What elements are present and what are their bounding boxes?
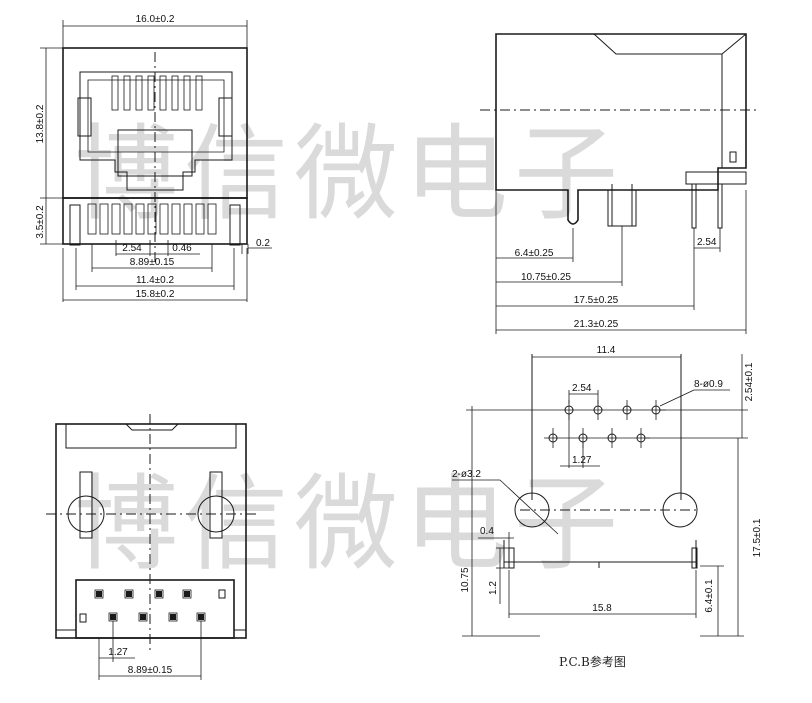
dim-front-pin-offset: 0.2 bbox=[256, 238, 270, 249]
dim-pcb-pitch: 2.54 bbox=[572, 383, 592, 394]
dim-bottom-span: 8.89±0.15 bbox=[128, 665, 173, 676]
dim-pcb-slot-h: 1.2 bbox=[488, 581, 499, 595]
dim-pcb-height-b: 6.4±0.1 bbox=[704, 579, 715, 613]
dim-pcb-half-pitch: 1.27 bbox=[572, 455, 592, 466]
dim-front-span-pins: 8.89±0.15 bbox=[130, 257, 175, 268]
dim-front-pin-width: 0.46 bbox=[172, 243, 192, 254]
dim-bottom-pitch: 1.27 bbox=[108, 647, 128, 658]
dim-pcb-row-offset: 2.54±0.1 bbox=[744, 362, 755, 401]
watermark-top: 博信微电子 bbox=[74, 113, 624, 235]
front-view: 16.0±0.2 bbox=[35, 14, 272, 302]
side-view: 6.4±0.25 10.75±0.25 2.54 17.5±0.25 21.3±… bbox=[480, 33, 760, 334]
dim-front-span-posts: 11.4±0.2 bbox=[136, 275, 175, 286]
dim-side-d4: 21.3±0.25 bbox=[574, 319, 619, 330]
dim-pcb-height-total: 10.75 bbox=[460, 567, 471, 592]
front-pins bbox=[69, 203, 241, 246]
dim-pcb-width: 11.4 bbox=[597, 345, 616, 356]
pcb-holes bbox=[544, 400, 666, 448]
pcb-caption: P.C.B参考图 bbox=[559, 654, 626, 669]
dim-front-pitch: 2.54 bbox=[122, 243, 142, 254]
dim-side-d3: 17.5±0.25 bbox=[574, 295, 619, 306]
label-pcb-posts: 2-ø3.2 bbox=[452, 469, 481, 480]
dim-front-width-top: 16.0±0.2 bbox=[136, 14, 175, 25]
dim-front-height-leg: 3.5±0.2 bbox=[35, 205, 46, 239]
contact-fingers bbox=[111, 75, 203, 111]
dim-side-d1: 6.4±0.25 bbox=[515, 248, 554, 259]
dim-pcb-span: 15.8 bbox=[592, 603, 612, 614]
label-pcb-holes: 8-ø0.9 bbox=[694, 379, 723, 390]
dim-side-d2: 10.75±0.25 bbox=[521, 272, 571, 283]
dim-front-height-body: 13.8±0.2 bbox=[35, 104, 46, 143]
pcb-footprint: 11.4 2.54 bbox=[452, 345, 763, 637]
dim-side-pitch: 2.54 bbox=[697, 237, 717, 248]
watermark-bottom: 博信微电子 bbox=[74, 463, 624, 585]
dim-pcb-slot-w: 0.4 bbox=[480, 526, 494, 537]
bottom-view: 1.27 8.89±0.15 bbox=[46, 414, 256, 680]
dim-front-width-bottom: 15.8±0.2 bbox=[136, 289, 175, 300]
bottom-pins bbox=[94, 589, 206, 622]
dim-pcb-height-a: 17.5±0.1 bbox=[752, 518, 763, 557]
